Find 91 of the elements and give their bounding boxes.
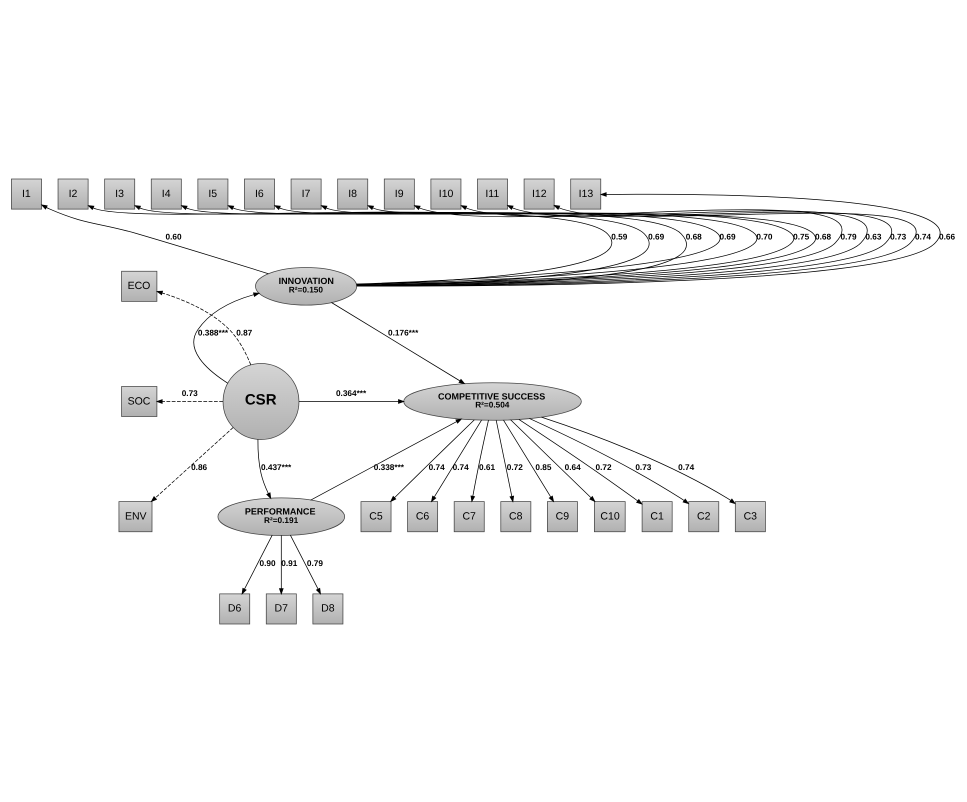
node-box: C8 [500,500,532,532]
arrow [470,419,489,502]
edge-label: 0.74 [452,462,469,472]
node-box: I12 [524,178,555,209]
node-box: C3 [734,500,766,532]
edge-label: 0.72 [596,462,612,472]
arrow [310,418,462,500]
edge-label: 0.61 [478,462,496,472]
node-box: I10 [430,178,462,209]
node-box: SOC [121,386,158,416]
node-box: I6 [244,178,275,209]
edge-label: 0.68 [686,232,702,242]
edge-label: 0.69 [648,232,664,242]
node-ellipse: COMPETITIVE SUCCESS R²=0.504 [403,382,582,420]
arrow [156,290,252,365]
edge-label: 0.63 [865,232,882,242]
node-ellipse: INNOVATION R²=0.150 [255,266,358,305]
node-box: C10 [594,500,626,532]
edge-label: 0.437*** [261,462,292,472]
arrow [227,204,720,284]
edge-label: 0.73 [182,388,198,398]
node-box: ECO [121,270,158,302]
node-box: C1 [642,500,673,532]
edge-label: 0.69 [720,232,736,242]
node-box: I5 [197,178,228,209]
edge-label: 0.66 [939,232,956,242]
arrow [356,192,940,286]
node-box: C9 [547,500,578,532]
edge-label: 0.59 [611,232,628,242]
edge-label: 0.87 [236,328,252,338]
node-box: ENV [118,500,152,532]
node-box: D8 [312,593,344,624]
edge-label: 0.74 [428,462,445,472]
node-box: I9 [384,178,415,209]
node-box: I13 [570,178,602,209]
node-box: D6 [219,593,250,624]
arrow [278,534,284,595]
arrow [298,398,405,404]
arrow [430,419,482,502]
edge-label: 0.73 [635,462,652,472]
edge-label: 0.70 [756,232,772,242]
edge-label: 0.72 [506,462,523,472]
node-box: C7 [454,500,485,532]
arrow [290,534,322,594]
node-box: I1 [11,178,42,209]
edge-label: 0.338*** [374,462,404,472]
arrow [496,419,514,502]
arrow [156,398,224,404]
edge-label: 0.85 [535,462,552,472]
node-box: D7 [266,593,297,624]
arrow [193,292,260,383]
arrow [274,204,758,284]
node-box: I8 [337,178,368,209]
node-circle: CSR [222,362,300,440]
arrow [87,204,612,284]
node-box: I4 [150,178,182,209]
arrow [541,416,736,504]
node-ellipse: PERFORMANCE R²=0.191 [218,497,346,536]
edge-label: 0.74 [678,462,694,472]
node-box: I2 [58,178,88,209]
arrow [503,419,554,502]
edge-label: 0.64 [564,462,581,472]
node-box: C5 [360,500,392,532]
arrow [40,204,269,274]
edge-label: 0.79 [840,232,857,242]
node-box: I3 [104,178,136,209]
arrow [242,534,273,594]
arrow [180,204,687,286]
arrow [390,418,475,502]
edge-label: 0.364*** [336,388,366,398]
node-box: C2 [688,500,720,532]
arrow [331,302,466,384]
arrow [528,418,690,504]
arrow [150,426,234,502]
edge-label: 0.90 [260,558,276,568]
edge-label: 0.388*** [198,328,228,338]
edge-label: 0.68 [814,232,832,242]
node-box: I11 [477,178,508,209]
edge-label: 0.176*** [388,328,418,338]
arrow [518,418,643,504]
node-box: I7 [290,178,322,209]
edge-label: 0.79 [306,558,323,568]
edge-label: 0.74 [914,232,932,242]
edge-label: 0.75 [793,232,810,242]
node-box: C6 [407,500,438,532]
arrow [258,438,272,499]
edge-label: 0.91 [281,558,298,568]
edge-label: 0.86 [191,462,208,472]
arrow [510,418,596,502]
edge-label: 0.60 [166,232,182,242]
edge-label: 0.73 [890,232,906,242]
